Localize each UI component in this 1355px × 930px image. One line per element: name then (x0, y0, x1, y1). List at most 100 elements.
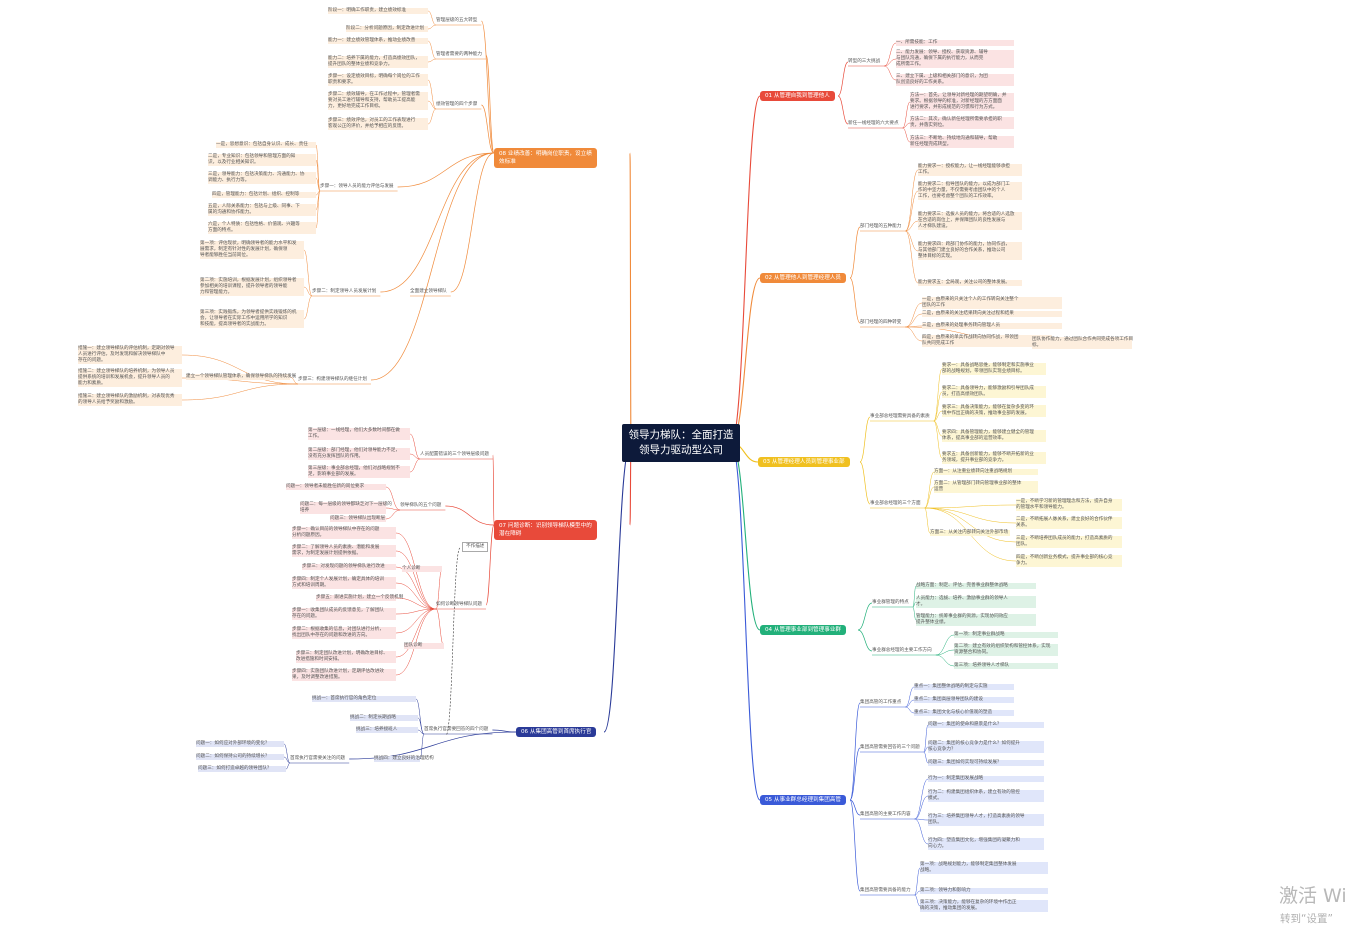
leaf-b03-0-1[interactable]: 要求二：具备领导力，能够激励和引导团队成 员，打造高绩效团队。 (942, 386, 1046, 398)
leaf-b07-2-8[interactable]: 步骤二：根据收集的信息，对团队进行分析， 找出团队中存在的问题和改进的方向。 (292, 627, 396, 639)
leaf-b01-1-2[interactable]: 方法三：不断地、持续地沟通和辅导，帮助 新任经理完成转型。 (910, 136, 1014, 148)
leaf-b08-4-1[interactable]: 第二项：实施培训，根据发展计划，组织领导者 参加相关的培训课程，提升领导者的领导… (200, 278, 304, 296)
subtopic-b08-0[interactable]: 管理层级的五大转型 (436, 18, 478, 23)
leaf-b04-0-2[interactable]: 管理能力：统筹事业群的资源，实现协同效应 提升整体业绩。 (916, 614, 1036, 626)
branch-b04[interactable]: 04 从管理事业部到管理事业群 (760, 625, 847, 635)
subtopic-b08-5[interactable]: 全面建立领导梯队 (410, 289, 447, 294)
leaf-b05-1-1[interactable]: 问题二：集团的核心竞争力是什么？如何提升 核心竞争力？ (928, 741, 1044, 753)
leaf-b07-2-4[interactable]: 步骤三：对发现问题的领导梯队进行改进 (302, 564, 396, 570)
leaf-b08-1-1[interactable]: 能力二：培养下属的能力，打造高绩效团队， 提升团队的整体业绩和竞争力。 (328, 56, 428, 68)
leaf-b08-4-2[interactable]: 第三项：实践锻炼，为领导者提供实践锻炼的机 会，让领导者在实际工作中运用所学的知… (200, 310, 304, 328)
subtopic-b05-2[interactable]: 集团高管的主要工作内容 (860, 812, 911, 817)
leaf-b01-0-2[interactable]: 三、建立下属、上级和相关部门的意识，为团 队创造良好的工作关系。 (896, 74, 1014, 86)
leaf-b02-0-4[interactable]: 能力要求五：全局观，关注公司的整体发展。 (918, 280, 1022, 286)
leaf-b05-0-2[interactable]: 重点三：集团文化与核心价值观的塑造 (914, 710, 1014, 716)
leaf-b02-0-0[interactable]: 能力要求一：授权能力，让一线经理能够承担 工作。 (918, 164, 1022, 176)
leaf-b05-1-0[interactable]: 问题一：集团的使命和愿景是什么？ (928, 722, 1044, 728)
branch-b06[interactable]: 06 从集团高管到首席执行官 (516, 727, 597, 737)
leaf-b08-4-0[interactable]: 第一项：评估现状，明确领导者的能力水平和发 展需求，制定有针对性的发展计划，确保… (200, 241, 304, 259)
leaf-b08-3-5[interactable]: 六是，个人特质：包括性格、价值观、兴趣等 方面的特点。 (208, 222, 316, 234)
leaf-b06-1-0[interactable]: 问题一：如何应对外部环境的变化？ (196, 741, 284, 747)
subtopic-b02-1[interactable]: 部门经理的四种转变 (860, 320, 902, 325)
leaf-b05-3-0[interactable]: 第一项：战略规划能力，能够制定集团整体发展 战略。 (920, 862, 1048, 874)
leaf-b08-3-1[interactable]: 二是，专业知识：包括领导和管理方面的知 识，以及行业相关知识。 (208, 154, 316, 166)
subtopic-b01-1[interactable]: 新任一线经理的六大要点 (848, 121, 899, 126)
leaf-b08-2-0[interactable]: 步骤一：设定绩效目标，明确每个岗位的工作 职责和要求。 (328, 74, 428, 86)
leaf-b06-0-3[interactable]: 挑战四：建立良好的治理结构 (374, 756, 434, 762)
leaf-b07-1-1[interactable]: 问题二：每一层级的领导都缺乏对下一层级的 培养 (300, 502, 392, 514)
leaf-b08-2-1[interactable]: 步骤二：绩效辅导，在工作过程中，管理者需 要对员工进行辅导和支持，帮助员工提高能… (328, 92, 428, 110)
leaf-b05-2-1[interactable]: 行为二：构建集团组织体系，建立有效的管控 模式。 (928, 790, 1044, 802)
leaf-b06-0-1[interactable]: 挑战二：制定长期战略 (350, 715, 418, 721)
subtopic-b08-2[interactable]: 绩效管理的四个步骤 (436, 102, 478, 107)
subtopic-b03-1[interactable]: 事业部总经理的三个方面 (870, 501, 921, 506)
leaf-b06-1-1[interactable]: 问题二：如何保持公司的持续增长？ (196, 754, 284, 760)
branch-b05[interactable]: 05 从事业群总经理到集团高管 (760, 795, 847, 805)
leaf-b03-1-2[interactable]: 方面三：从关注内部转向关注外部市场 (930, 530, 1010, 536)
leaf-b04-1-1[interactable]: 第二项：建立有效的组织架构和管控体系，实现 资源整合和协同。 (954, 644, 1058, 656)
leaf-b07-2-1[interactable]: 团队诊断 (404, 643, 444, 649)
subtopic-b06-0[interactable]: 首席执行官需要回答的四个问题 (424, 727, 489, 732)
leaf-b08-6-0[interactable]: 建立一个领导梯队管理体系，确保领导梯队的持续发展 (186, 374, 297, 380)
leaf-b08-6-1[interactable]: 措施一：建立领导梯队的评估机制，定期对领导 人员进行评估，及时发现和解决领导梯队… (78, 346, 182, 364)
leaf-b05-2-0[interactable]: 行为一：制定集团发展战略 (928, 776, 1044, 782)
leaf-b07-2-3[interactable]: 步骤二：了解领导人员的素质、潜能和发展 需求，为制定发展计划提供依据。 (292, 545, 396, 557)
leaf-b05-3-1[interactable]: 第二项：领导力和影响力 (920, 888, 1048, 894)
leaf-b04-1-2[interactable]: 第三项：培养领导人才梯队 (954, 663, 1058, 669)
leaf-b08-0-0[interactable]: 阶段一：明确工作职责，建立绩效标准 (328, 8, 428, 14)
leaf-b03-0-3[interactable]: 要求四：具备管理能力，能够建立健全的管理 体系，提高事业部的运营效率。 (942, 430, 1046, 442)
subtopic-b05-1[interactable]: 集团高管需要回答的三个问题 (860, 745, 920, 750)
subtopic-b08-6[interactable]: 步骤三：构建领导梯队的继任计划 (298, 377, 367, 382)
leaf-b01-0-0[interactable]: 一、所需技能：工作 (896, 40, 1014, 46)
leaf-b07-2-10[interactable]: 步骤四：实施团队改进计划，定期评估改进效 果，及时调整改进措施。 (292, 669, 396, 681)
leaf-b08-0-1[interactable]: 阶段二：分析问题原因，制定改进计划 (346, 26, 428, 32)
leaf-b02-0-3[interactable]: 能力要求四：跨部门协作的能力，协同作战， 与其他部门建立良好的合作关系，推动公司… (918, 242, 1022, 260)
leaf-b03-1-5[interactable]: 三是，不断培养团队成员的能力，打造高素质的 团队。 (1016, 536, 1122, 548)
subtopic-b03-0[interactable]: 事业部总经理需要具备的素质 (870, 414, 930, 419)
central-topic[interactable]: 领导力梯队：全面打造 领导力驱动型公司 (622, 424, 740, 462)
leaf-b05-0-0[interactable]: 重点一：集团整体战略的制定与实施 (914, 684, 1014, 690)
leaf-b03-1-6[interactable]: 四是，不断创新业务模式，提升事业部的核心竞 争力。 (1016, 555, 1122, 567)
subtopic-b04-0[interactable]: 事业群管理的特点 (872, 600, 909, 605)
leaf-b02-0-1[interactable]: 能力要求二：指导团队的能力，以成为部门工 作的中坚力量，不仅需要考虑团队中的个人… (918, 182, 1022, 200)
subtopic-b02-0[interactable]: 部门经理的五种能力 (860, 224, 902, 229)
branch-b03[interactable]: 03 从管理经理人员到管理事业部 (758, 457, 850, 467)
leaf-b03-0-0[interactable]: 要求一：具备战略思维，能够制定和实施事业 部的战略规划，带领团队实现业绩目标。 (942, 363, 1046, 375)
leaf-b07-1-0[interactable]: 问题一：领导者未能胜任新的岗位要求 (286, 484, 386, 490)
subtopic-b08-1[interactable]: 管理者需要的两种能力 (436, 52, 482, 57)
subtopic-b01-0[interactable]: 转型的三大挑战 (848, 59, 881, 64)
leaf-b06-1-2[interactable]: 问题三：如何打造卓越的领导团队？ (198, 766, 286, 772)
leaf-b08-6-3[interactable]: 措施三：建立领导梯队的激励机制，对表现优秀 的领导人员给予奖励和激励。 (78, 394, 182, 406)
branch-b01[interactable]: 01 从管理自我到管理他人 (760, 91, 835, 101)
leaf-b04-0-0[interactable]: 战略方面：制定、评估、完善事业群整体战略 (916, 583, 1036, 589)
subtopic-b04-1[interactable]: 事业群总经理的主要工作方向 (872, 648, 932, 653)
leaf-b03-1-3[interactable]: 一是，不断学习新的管理理念和方法，提升自身 的管理水平和领导能力。 (1016, 499, 1122, 511)
branch-b02[interactable]: 02 从管理他人到管理经理人员 (760, 273, 847, 283)
leaf-b02-1-0[interactable]: 一是，由原来的只关注个人的工作转向关注整个 团队的工作 (922, 297, 1062, 309)
leaf-b07-2-6[interactable]: 步骤五：跟进实施计划，建立一个反馈机制 (316, 595, 404, 601)
leaf-b05-0-1[interactable]: 重点二：集团高层领导团队的建设 (914, 697, 1014, 703)
leaf-b03-1-4[interactable]: 二是，不断拓展人脉关系，建立良好的合作伙伴 关系。 (1016, 517, 1122, 529)
leaf-b08-6-2[interactable]: 措施二：建立领导梯队的培养机制，为领导人员 提供系统的培训和发展机会，提升领导人… (78, 369, 182, 387)
subtopic-b07-2[interactable]: 如何诊断领导梯队问题 (436, 602, 482, 607)
leaf-b05-3-2[interactable]: 第三项：决策能力，能够在复杂的环境中作出正 确的决策，推动集团的发展。 (920, 900, 1048, 912)
subtopic-b07-1[interactable]: 领导梯队的五个问题 (400, 503, 442, 508)
leaf-b07-1-2[interactable]: 问题三：领导梯队出现断层 (330, 516, 386, 522)
leaf-b08-3-2[interactable]: 三是，领导能力：包括决策能力、沟通能力、协 调能力、执行力等。 (208, 172, 316, 184)
subtopic-b08-3[interactable]: 步骤一：领导人员的能力评估与发展 (320, 184, 394, 189)
leaf-b03-0-4[interactable]: 要求五：具备创新能力，能够不断开拓新的业 务领域，提升事业部的竞争力。 (942, 452, 1046, 464)
subtopic-b08-4[interactable]: 步骤二：制定领导人员发展计划 (312, 289, 377, 294)
leaf-b05-1-2[interactable]: 问题三：集团如何实现可持续发展？ (928, 760, 1044, 766)
subtopic-b05-3[interactable]: 集团高管需要具备的能力 (860, 888, 911, 893)
subtopic-b07-0[interactable]: 人员配置错误的三个领导层级问题 (420, 452, 489, 457)
leaf-b03-1-1[interactable]: 方面二：从管理部门转向管理事业部的整体 运营 (934, 481, 1038, 493)
leaf-b08-3-4[interactable]: 五是，人际关系能力：包括与上级、同事、下 属的沟通和协作能力。 (208, 204, 316, 216)
leaf-b07-2-9[interactable]: 步骤三：制定团队改进计划，明确改进目标、 改进措施和时间安排。 (296, 651, 396, 663)
leaf-b02-1-4[interactable]: 团队协作能力，通过团队合作共同完成各项工作目 标。 (1032, 337, 1134, 349)
leaf-b07-2-5[interactable]: 步骤四：制定个人发展计划，确定具体的培训 方式和培训周期。 (292, 577, 396, 589)
leaf-b02-1-3[interactable]: 四是，由原来的单兵作战转向协同作战，带领团 队共同完成工作 (922, 335, 1052, 347)
leaf-b07-0-0[interactable]: 第一层级：一线经理，他们大多数时间都在做 工作。 (308, 428, 410, 440)
leaf-b01-1-0[interactable]: 方法一：首先，让领导对新经理的期望明确，并 要求。根据领导的标准，对新经理的方方… (910, 93, 1014, 111)
leaf-b07-2-7[interactable]: 步骤一：收集团队成员的反馈意见，了解团队 存在的问题。 (292, 608, 396, 620)
leaf-b03-1-0[interactable]: 方面一：从注重业绩转向注重战略规划 (934, 469, 1038, 475)
